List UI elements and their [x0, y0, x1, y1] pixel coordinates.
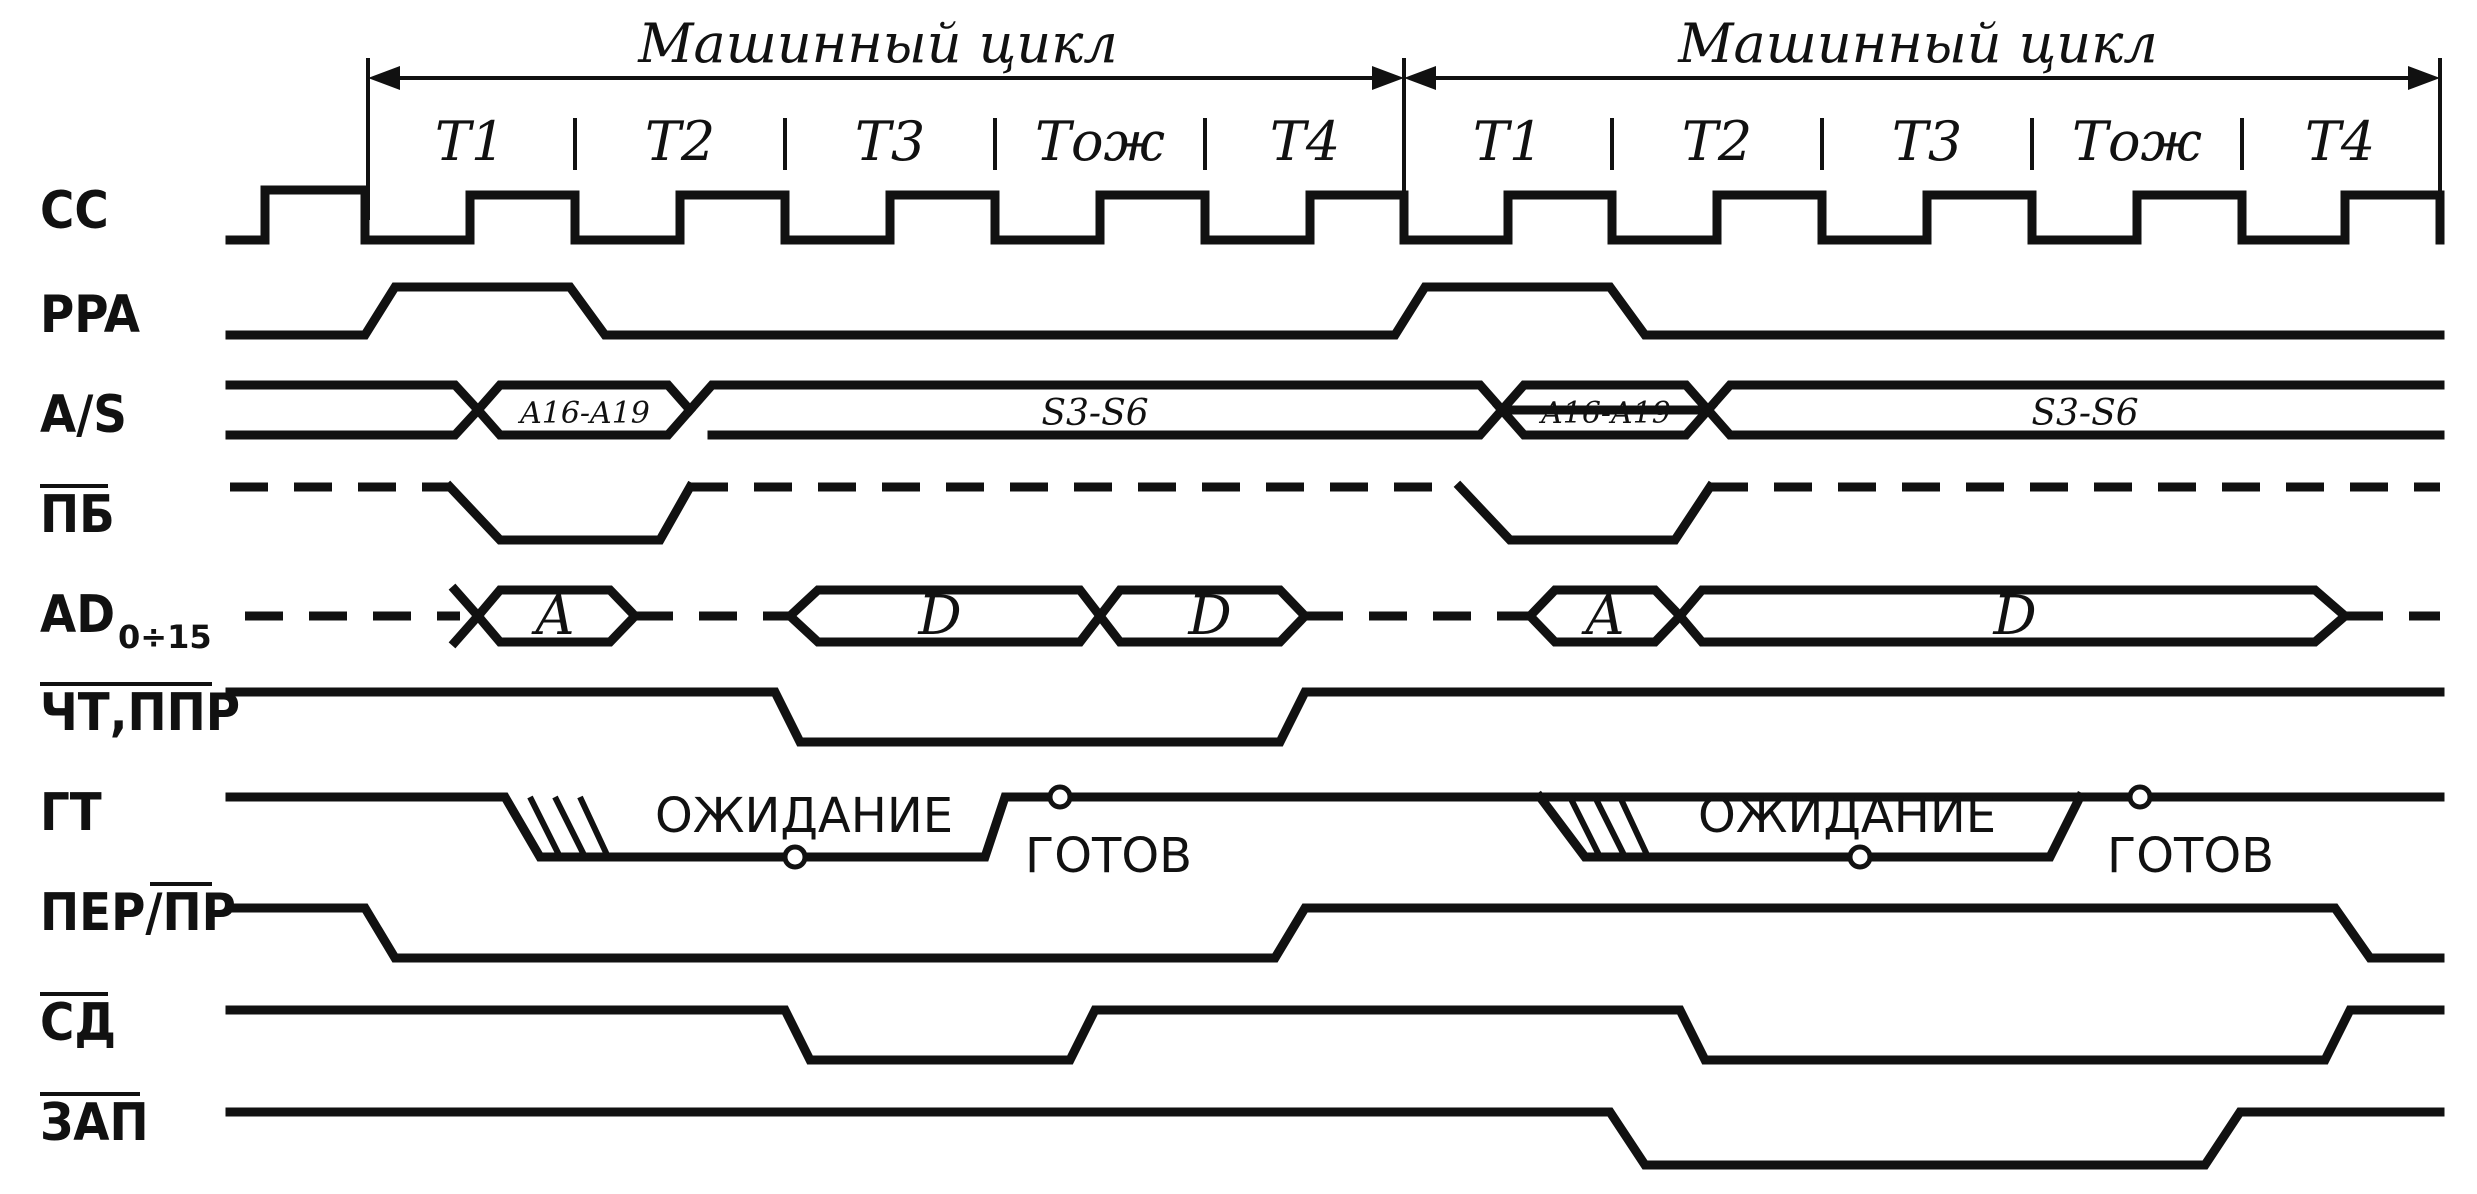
gt-sample-point: [782, 844, 808, 870]
trace-pb: [230, 480, 2440, 545]
cycle-label-1: Машинный цикл: [637, 12, 1118, 75]
trace-wr: [225, 1107, 2445, 1170]
trace-dir: [225, 903, 2445, 963]
trace-cc: [225, 185, 2445, 245]
state-separators: [573, 118, 2244, 170]
trace-sd: [225, 1005, 2445, 1065]
gt-wait-label-2: ОЖИДАНИЕ: [1698, 788, 1996, 844]
ad-data-2: D: [1187, 584, 1231, 647]
label-sd: СД: [40, 993, 116, 1053]
state-t4: T4: [2305, 110, 2375, 173]
gt-ready-label-2: ГОТОВ: [2107, 828, 2274, 884]
trace-rra: [225, 282, 2445, 340]
cycle-header-2: Машинный цикл: [1402, 12, 2442, 220]
state-t2: T2: [1682, 110, 1752, 173]
label-ad: AD: [40, 585, 115, 645]
state-t4: T4: [1270, 110, 1340, 173]
ad-data-3: D: [1992, 584, 2036, 647]
cycle-header-1: Машинный цикл: [366, 12, 1404, 220]
signal-labels: CC PPA A/S ПБ AD 0÷15 ЧТ,ППР ГТ ПЕР/ПР С…: [40, 181, 240, 1153]
state-t3: T3: [855, 110, 925, 173]
state-t1: T1: [435, 110, 505, 173]
state-t2: T2: [645, 110, 715, 173]
as-status-2: S3-S6: [2031, 393, 2138, 434]
gt-sample-point: [1847, 844, 1873, 870]
label-as: A/S: [40, 385, 127, 445]
gt-sample-point: [2127, 784, 2153, 810]
as-status-1: S3-S6: [1041, 393, 1148, 434]
trace-rd-wr: [225, 687, 2445, 747]
ad-addr-2: A: [1581, 584, 1625, 647]
ad-data-1: D: [917, 584, 961, 647]
state-twait: Tож: [2072, 110, 2202, 173]
gt-sample-point: [1047, 784, 1073, 810]
cycle-label-2: Машинный цикл: [1677, 12, 2158, 75]
state-twait: Tож: [1035, 110, 1165, 173]
label-pb: ПБ: [40, 485, 115, 545]
as-addr-2: A16-A19: [1538, 396, 1671, 431]
label-gt: ГТ: [40, 783, 102, 843]
gt-ready-label-1: ГОТОВ: [1025, 828, 1192, 884]
label-cc: CC: [40, 181, 109, 241]
state-t3: T3: [1892, 110, 1962, 173]
label-wr: ЗАП: [40, 1093, 149, 1153]
trace-as: A16-A19 S3-S6 A16-A19 S3-S6: [225, 380, 2445, 440]
trace-ad: A D D A D: [245, 583, 2440, 649]
state-t1: T1: [1473, 110, 1543, 173]
state-labels: T1 T2 T3 Tож T4 T1 T2 T3 Tож T4: [435, 110, 2375, 173]
ad-addr-1: A: [531, 584, 575, 647]
label-dir: ПЕР/ПР: [40, 883, 236, 943]
label-rra: PPA: [40, 285, 140, 345]
as-addr-1: A16-A19: [517, 396, 650, 431]
label-ad-sub: 0÷15: [118, 618, 212, 656]
label-rd-wr: ЧТ,ППР: [40, 683, 240, 743]
gt-wait-label-1: ОЖИДАНИЕ: [655, 788, 953, 844]
trace-gt: ОЖИДАНИЕ ГОТОВ ОЖИДАНИЕ ГОТОВ: [225, 784, 2445, 884]
